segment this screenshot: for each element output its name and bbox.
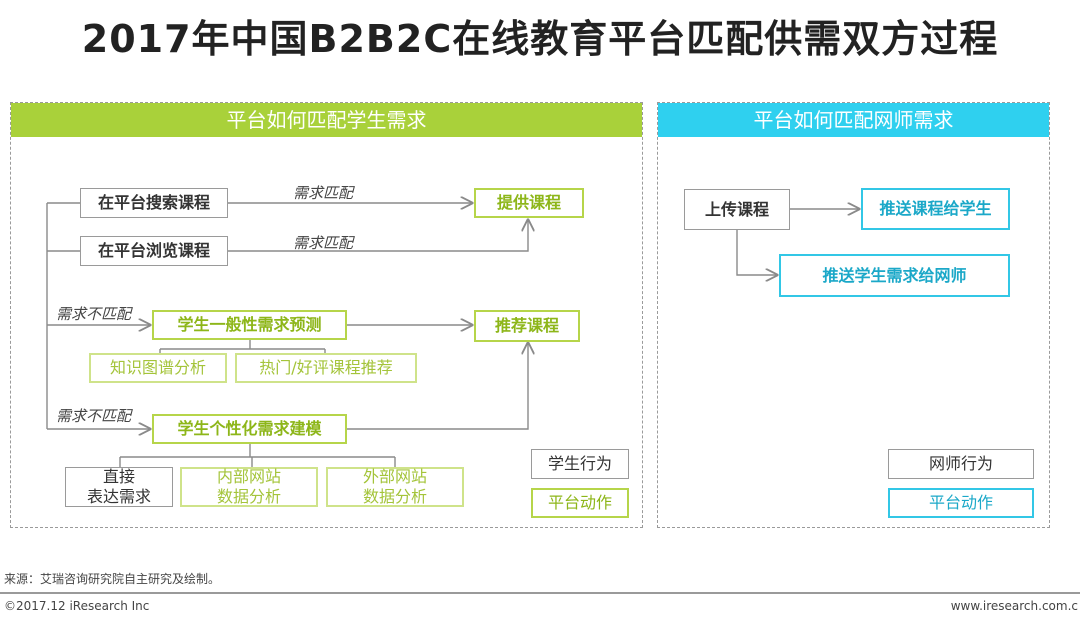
footer-divider (0, 592, 1080, 594)
student-panel-header: 平台如何匹配学生需求 (11, 103, 642, 137)
personal-model-box: 学生个性化需求建模 (152, 414, 347, 444)
student-match-panel (10, 102, 643, 528)
nomatch-label-1: 需求不匹配 (56, 305, 132, 323)
search-course-box: 在平台搜索课程 (80, 188, 228, 218)
push-demand-box: 推送学生需求给网师 (779, 254, 1010, 297)
recommend-course-box: 推荐课程 (474, 310, 580, 342)
direct-demand-line2: 表达需求 (86, 487, 151, 506)
general-forecast-box: 学生一般性需求预测 (152, 310, 347, 340)
website: www.iresearch.com.c (950, 599, 1078, 613)
upload-course-box: 上传课程 (684, 189, 790, 230)
push-course-box: 推送课程给学生 (861, 188, 1010, 230)
browse-course-box: 在平台浏览课程 (80, 236, 228, 266)
legend-platform-action-right: 平台动作 (888, 488, 1034, 518)
knowledge-graph-box: 知识图谱分析 (89, 353, 227, 383)
external-site-box: 外部网站 数据分析 (326, 467, 464, 507)
external-site-line2: 数据分析 (362, 487, 427, 506)
copyright: ©2017.12 iResearch Inc (4, 599, 150, 613)
match-label-2: 需求匹配 (293, 234, 354, 252)
internal-site-line2: 数据分析 (216, 487, 281, 506)
hot-course-box: 热门/好评课程推荐 (235, 353, 417, 383)
internal-site-box: 内部网站 数据分析 (180, 467, 318, 507)
provide-course-box: 提供课程 (474, 188, 584, 218)
legend-platform-action-left: 平台动作 (531, 488, 629, 518)
legend-teacher-behavior: 网师行为 (888, 449, 1034, 479)
internal-site-line1: 内部网站 (216, 467, 281, 486)
teacher-panel-header: 平台如何匹配网师需求 (658, 103, 1049, 137)
nomatch-label-2: 需求不匹配 (56, 407, 132, 425)
page-title: 2017年中国B2B2C在线教育平台匹配供需双方过程 (81, 17, 999, 61)
legend-student-behavior: 学生行为 (531, 449, 629, 479)
teacher-match-panel (657, 102, 1050, 528)
external-site-line1: 外部网站 (362, 467, 427, 486)
source-note: 来源：艾瑞咨询研究院自主研究及绘制。 (4, 572, 221, 586)
match-label-1: 需求匹配 (293, 184, 354, 202)
direct-demand-line1: 直接 (102, 467, 135, 486)
direct-demand-box: 直接 表达需求 (65, 467, 173, 507)
